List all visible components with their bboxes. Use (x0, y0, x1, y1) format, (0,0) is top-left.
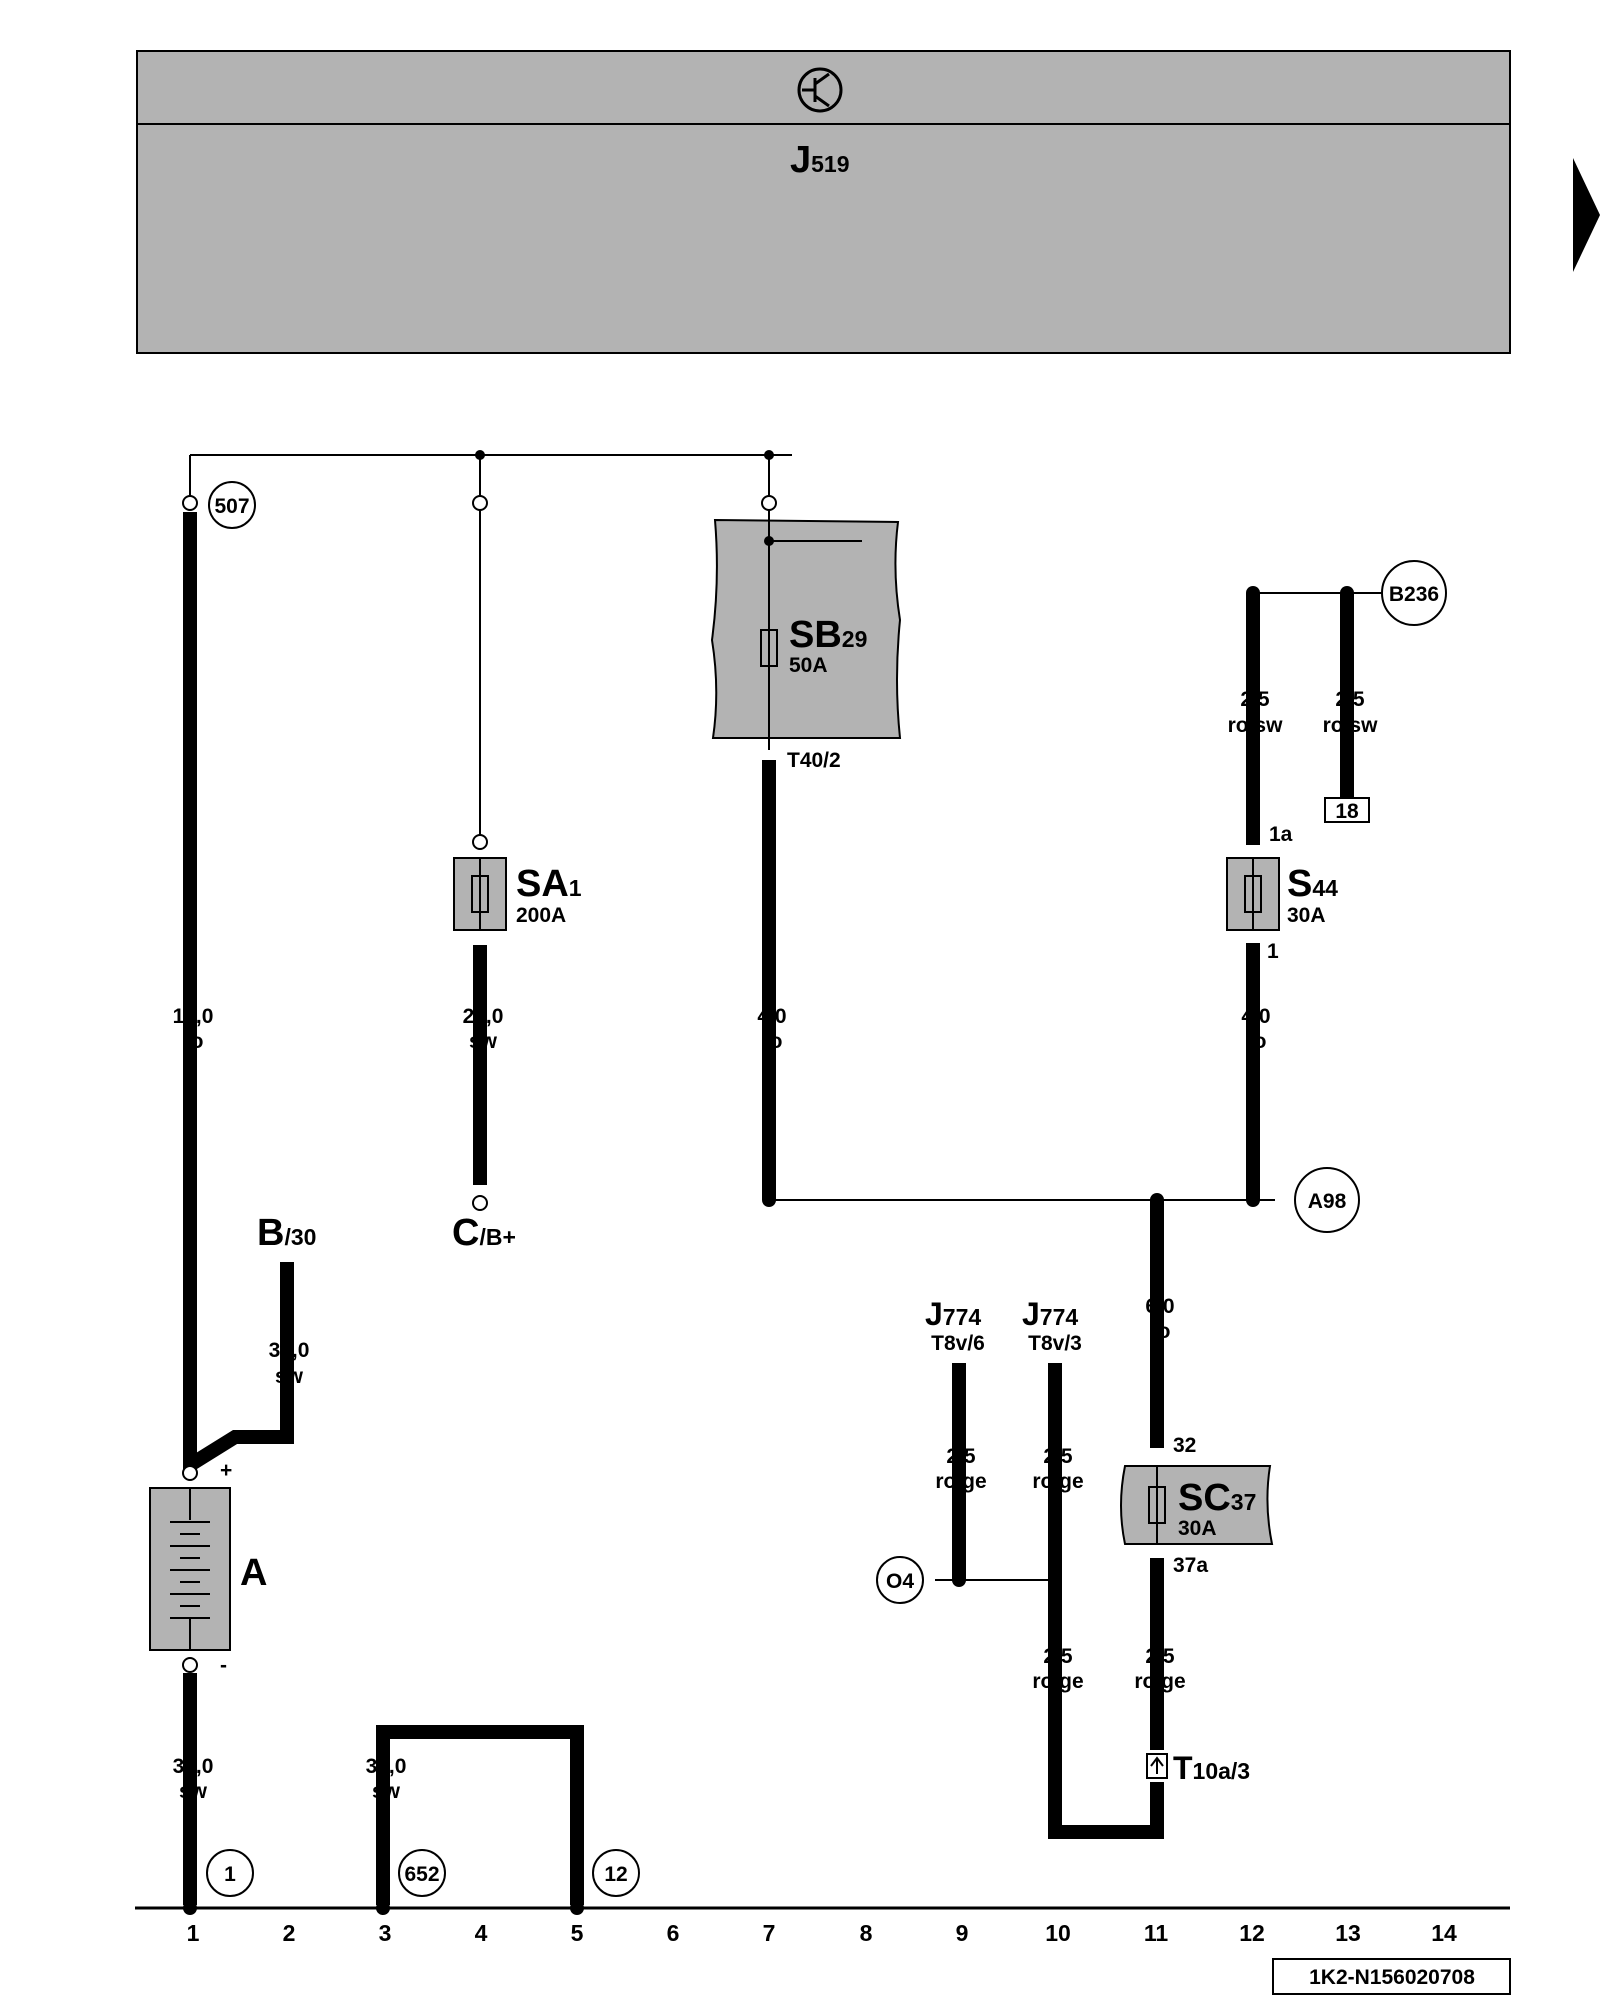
svg-text:35,0: 35,0 (366, 1755, 407, 1778)
svg-text:14: 14 (1431, 1920, 1457, 1946)
fuse-sa1 (453, 857, 507, 931)
battery-plus: + (220, 1459, 232, 1482)
header-band (136, 50, 1511, 354)
pin-t40-2: T40/2 (787, 749, 841, 772)
fuse-s44-name: S44 (1287, 863, 1338, 905)
fuse-s44-rating: 30A (1287, 904, 1326, 927)
svg-text:ro: ro (762, 1030, 783, 1053)
svg-text:ro/ge: ro/ge (1134, 1670, 1185, 1693)
svg-text:O4: O4 (886, 1570, 914, 1593)
j774-b-name: J774 (1022, 1296, 1078, 1332)
svg-text:2,5: 2,5 (1145, 1645, 1175, 1668)
connector-t10a: T10a/3 (1173, 1750, 1250, 1786)
svg-text:ro/ge: ro/ge (1032, 1470, 1083, 1493)
svg-text:13: 13 (1335, 1920, 1361, 1946)
doc-code: 1K2-N156020708 (1309, 1966, 1475, 1989)
svg-text:5: 5 (571, 1920, 584, 1946)
battery-minus: - (220, 1654, 227, 1677)
connector-t10a-icon (1146, 1753, 1168, 1779)
svg-text:4,0: 4,0 (1241, 1005, 1270, 1028)
svg-text:ro: ro (1246, 1030, 1267, 1053)
svg-text:12: 12 (604, 1863, 627, 1886)
pin-37a: 37a (1173, 1554, 1208, 1577)
battery-label: A (240, 1552, 267, 1594)
svg-text:4,0: 4,0 (757, 1005, 786, 1028)
svg-text:18: 18 (1335, 800, 1359, 823)
svg-text:2,5: 2,5 (1043, 1445, 1073, 1468)
marker-507: 507 (208, 481, 256, 529)
svg-text:sw: sw (275, 1365, 304, 1388)
svg-text:9: 9 (956, 1920, 969, 1946)
svg-text:2,5: 2,5 (1043, 1645, 1073, 1668)
pin-1a: 1a (1269, 823, 1293, 846)
pin-32: 32 (1173, 1434, 1196, 1457)
marker-652: 652 (398, 1849, 446, 1897)
fuse-box-sb (710, 518, 902, 739)
wire-label-size: 16,0 (173, 1005, 214, 1028)
marker-o4: O4 (876, 1556, 924, 1604)
svg-text:sw: sw (372, 1780, 401, 1803)
fuse-sc37-rating: 30A (1178, 1517, 1217, 1540)
pin-1: 1 (1267, 940, 1279, 963)
j774-a-name: J774 (925, 1296, 981, 1332)
svg-text:12: 12 (1239, 1920, 1265, 1946)
svg-text:sw: sw (469, 1030, 498, 1053)
svg-text:ro/ge: ro/ge (935, 1470, 986, 1493)
j774-a-pin: T8v/6 (931, 1332, 985, 1355)
svg-text:35,0: 35,0 (269, 1339, 310, 1362)
svg-text:2,5: 2,5 (1240, 688, 1270, 711)
marker-1: 1 (206, 1849, 254, 1897)
svg-text:11: 11 (1144, 1920, 1169, 1946)
svg-text:A98: A98 (1308, 1190, 1347, 1213)
fuse-sb29-name: SB29 (789, 614, 867, 656)
marker-12: 12 (592, 1849, 640, 1897)
svg-text:B236: B236 (1389, 583, 1439, 606)
svg-text:sw: sw (179, 1780, 208, 1803)
svg-text:8: 8 (860, 1920, 873, 1946)
terminal-box-18: 18 (1324, 797, 1370, 823)
svg-text:7: 7 (763, 1920, 776, 1946)
svg-text:ro/sw: ro/sw (1323, 714, 1379, 737)
connector-b30: B/30 (257, 1212, 316, 1254)
header-component: J519 (790, 139, 850, 181)
svg-text:ro: ro (1150, 1320, 1171, 1343)
grid-numbers: 1 2 3 4 5 6 7 8 9 10 11 12 13 14 (187, 1920, 1457, 1946)
next-page-arrow-icon[interactable] (1573, 158, 1600, 272)
svg-text:ro/ge: ro/ge (1032, 1670, 1083, 1693)
svg-text:2,5: 2,5 (946, 1445, 976, 1468)
svg-text:507: 507 (214, 495, 249, 518)
fuse-sa1-name: SA1 (516, 863, 582, 905)
svg-text:6: 6 (667, 1920, 680, 1946)
connector-cb: C/B+ (452, 1212, 516, 1254)
j774-b-pin: T8v/3 (1028, 1332, 1082, 1355)
svg-text:652: 652 (404, 1863, 439, 1886)
svg-text:2,5: 2,5 (1335, 688, 1365, 711)
battery-icon (149, 1487, 231, 1651)
fuse-sc37-name: SC37 (1178, 1477, 1256, 1519)
doc-code-box (1272, 1958, 1511, 1995)
wire-label-color: ro (183, 1030, 204, 1053)
transistor-icon (797, 67, 843, 113)
svg-text:6,0: 6,0 (1145, 1295, 1174, 1318)
marker-a98: A98 (1294, 1167, 1360, 1233)
marker-b236: B236 (1381, 560, 1447, 626)
svg-text:2: 2 (283, 1920, 296, 1946)
svg-text:ro/sw: ro/sw (1228, 714, 1284, 737)
fuse-sa1-rating: 200A (516, 904, 566, 927)
svg-text:35,0: 35,0 (173, 1755, 214, 1778)
svg-text:3: 3 (379, 1920, 392, 1946)
svg-text:4: 4 (475, 1920, 488, 1946)
fuse-s44 (1226, 857, 1280, 931)
svg-text:1: 1 (224, 1863, 236, 1886)
svg-text:25,0: 25,0 (463, 1005, 504, 1028)
fuse-box-sc (1120, 1465, 1274, 1545)
fuse-sb29-rating: 50A (789, 654, 828, 677)
svg-text:10: 10 (1045, 1920, 1071, 1946)
svg-text:1: 1 (187, 1920, 200, 1946)
